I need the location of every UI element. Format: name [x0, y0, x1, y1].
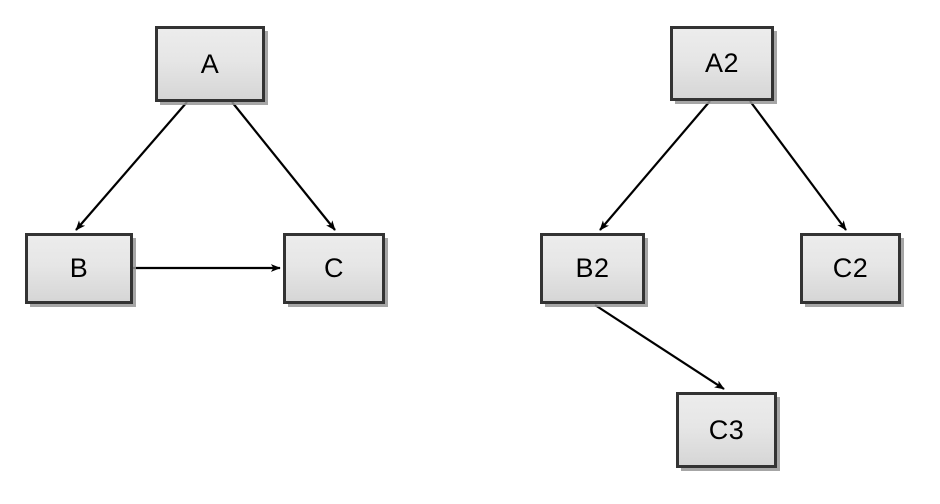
node-a2[interactable]: A2 — [670, 26, 774, 101]
node-a[interactable]: A — [155, 26, 265, 102]
edge-a-b — [75, 101, 188, 231]
node-b2[interactable]: B2 — [540, 233, 645, 304]
node-label: B — [69, 253, 89, 283]
edge-a-c — [231, 101, 336, 231]
edge-b2-c3 — [594, 304, 725, 390]
node-c3[interactable]: C3 — [676, 392, 777, 468]
edge-a2-c2 — [749, 100, 847, 231]
node-label: C2 — [832, 253, 869, 283]
node-label: C3 — [708, 414, 745, 445]
node-b[interactable]: B — [25, 233, 133, 304]
node-c2[interactable]: C2 — [800, 233, 901, 304]
node-label: A — [200, 48, 220, 79]
edge-a2-b2 — [599, 100, 711, 231]
node-label: C — [324, 253, 344, 283]
node-label: B2 — [575, 253, 610, 283]
node-label: A2 — [704, 48, 740, 78]
node-c[interactable]: C — [283, 233, 385, 304]
